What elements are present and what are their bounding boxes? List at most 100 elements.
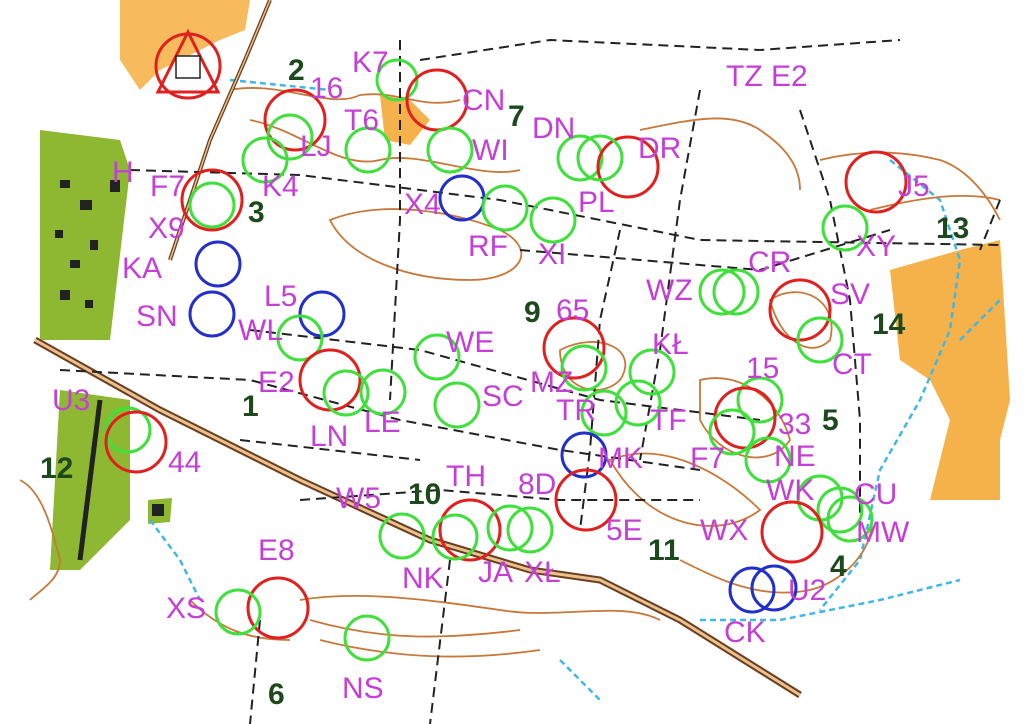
leg-number: 3	[248, 196, 265, 229]
leg-number: 5	[822, 404, 839, 437]
control-code-label: WX	[700, 514, 748, 547]
control-code-label: E2	[258, 366, 295, 399]
control-code-label: WL	[238, 314, 283, 347]
control-code-label: DR	[638, 132, 681, 165]
control-code-label: NE	[774, 440, 816, 473]
control-circle-red	[405, 68, 469, 132]
start-triangle-icon	[154, 28, 222, 100]
paths-and-tracks	[59, 38, 1001, 724]
control-code-label: TH	[446, 460, 486, 493]
control-code-label: J5	[898, 170, 930, 203]
control-circle-green	[736, 376, 784, 424]
control-circle-green	[104, 406, 152, 454]
control-code-label: RF	[468, 230, 508, 263]
control-circle-green	[214, 588, 262, 636]
control-code-label: MZ	[530, 366, 573, 399]
control-circle-red	[768, 278, 832, 342]
leg-number: 1	[242, 390, 259, 423]
leg-number: 2	[288, 54, 305, 87]
control-circle-green	[241, 136, 289, 184]
control-circle-green	[826, 495, 874, 543]
control-circle-green	[529, 196, 577, 244]
leg-number: 12	[40, 452, 73, 485]
control-circle-green	[322, 369, 370, 417]
control-circle-green	[628, 348, 676, 396]
leg-number: 10	[408, 478, 441, 511]
control-code-label: SN	[136, 300, 178, 333]
control-code-label: DN	[532, 112, 575, 145]
control-circle-red	[844, 150, 908, 214]
control-code-label: WK	[766, 474, 814, 507]
control-code-label: LJ	[300, 130, 332, 163]
control-code-label: WE	[446, 326, 494, 359]
control-code-label: CU	[854, 478, 897, 511]
control-circle-green	[614, 379, 662, 427]
control-code-label: F7	[690, 442, 725, 475]
control-circle-blue	[728, 566, 776, 614]
control-circle-green	[343, 614, 391, 662]
control-code-label: XY	[856, 230, 896, 263]
control-code-label: F7	[150, 170, 185, 203]
control-circle-green	[481, 184, 529, 232]
control-code-label: PL	[578, 186, 615, 219]
leg-number: 9	[524, 296, 541, 329]
control-circle-red	[104, 410, 168, 474]
control-circle-green	[744, 436, 792, 484]
control-code-label: WZ	[646, 274, 693, 307]
control-circle-green	[708, 408, 756, 456]
control-circle-red	[180, 168, 244, 232]
control-circle-green	[433, 381, 481, 429]
control-code-label: LE	[364, 406, 401, 439]
water-features	[149, 78, 1001, 701]
control-circle-green	[698, 268, 746, 316]
control-code-label: NK	[402, 562, 444, 595]
control-circle-green	[188, 181, 236, 229]
control-circle-green	[344, 126, 392, 174]
control-circle-green	[486, 504, 534, 552]
control-circle-red	[438, 498, 502, 562]
control-code-label: T6	[344, 104, 379, 137]
control-circle-green	[506, 506, 554, 554]
control-code-label: XS	[166, 592, 206, 625]
control-circle-green	[556, 134, 604, 182]
control-code-label: 44	[168, 446, 201, 479]
control-code-label: 16	[310, 72, 343, 105]
control-code-label: X4	[404, 188, 441, 221]
control-circle-green	[712, 268, 760, 316]
control-circle-red	[246, 576, 310, 640]
control-circle-green	[359, 368, 407, 416]
control-circle-green	[375, 58, 419, 102]
control-circle-green	[378, 512, 426, 560]
control-code-label: K7	[352, 46, 389, 79]
control-code-label: XŁ	[524, 556, 561, 589]
control-code-label: 8D	[518, 468, 556, 501]
control-circle-red	[760, 500, 824, 564]
control-circles	[104, 58, 908, 662]
control-circle-green	[413, 333, 461, 381]
control-code-label: TZ E2	[726, 60, 808, 93]
control-code-label: L5	[264, 280, 297, 313]
control-code-label: CR	[748, 246, 791, 279]
control-circle-green	[821, 204, 869, 252]
control-code-label: 15	[746, 352, 779, 385]
control-code-label: TF	[650, 404, 687, 437]
control-code-label: X9	[148, 212, 185, 245]
control-circle-green	[576, 134, 624, 182]
control-code-label: JA	[478, 556, 513, 589]
leg-number: 6	[268, 678, 285, 711]
control-code-label: CT	[832, 348, 872, 381]
control-code-label: MK	[598, 442, 643, 475]
control-code-label: SV	[830, 278, 870, 311]
control-circle-red	[542, 316, 606, 380]
control-code-label: 5E	[606, 514, 643, 547]
control-code-label: CK	[724, 616, 766, 649]
control-circle-green	[560, 344, 608, 392]
control-code-label: U2	[788, 574, 826, 607]
control-code-label: KŁ	[652, 328, 689, 361]
control-circle-red	[596, 135, 660, 199]
vegetation-areas	[40, 130, 172, 570]
control-code-label: CN	[462, 84, 505, 117]
